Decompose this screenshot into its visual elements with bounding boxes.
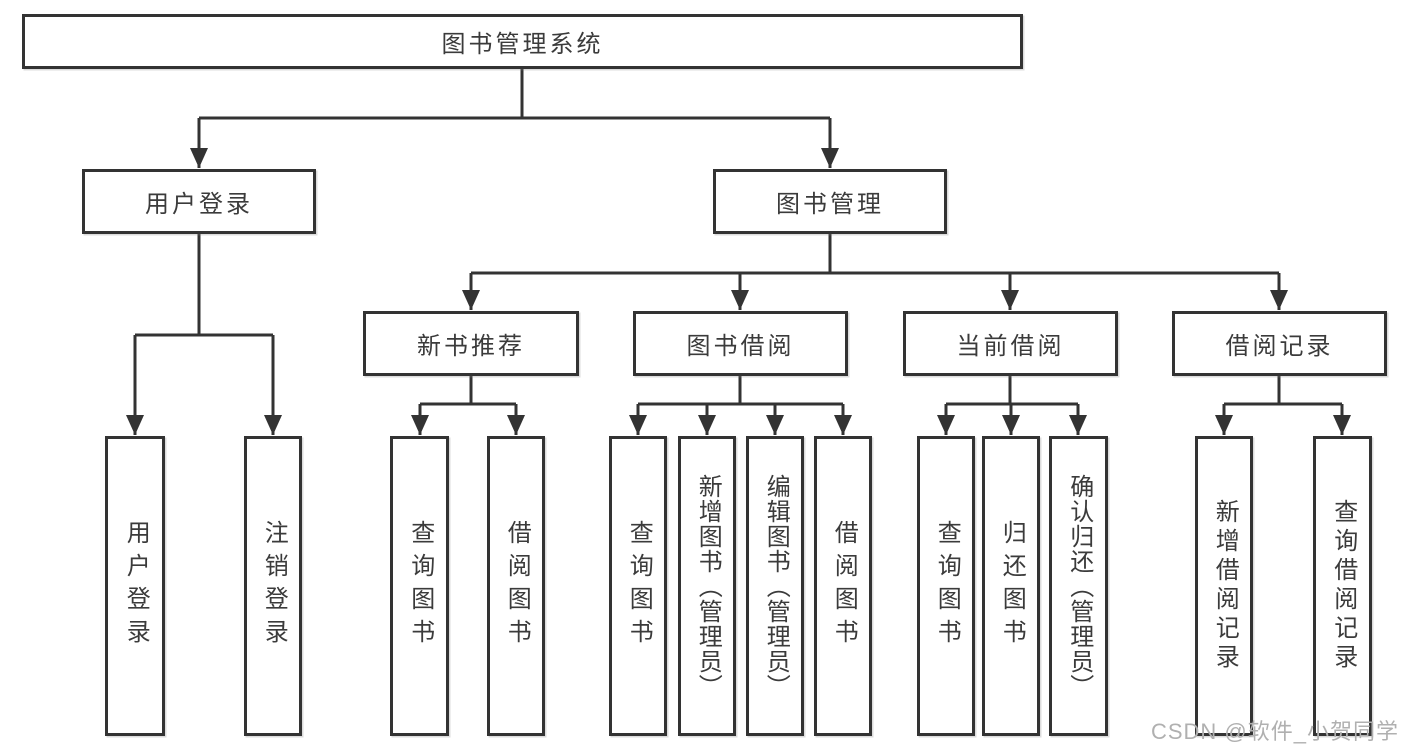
node-label: 用户登录 xyxy=(145,191,253,218)
node-label: 新增借阅记录 xyxy=(1211,499,1239,673)
node-label: 查询图书 xyxy=(406,520,434,652)
node-label: 编辑图书（管理员） xyxy=(762,473,790,699)
node-label: 查询借阅记录 xyxy=(1329,499,1357,673)
watermark: CSDN @软件_小贺同学 xyxy=(1150,719,1399,744)
node-label: 确认归还（管理员） xyxy=(1065,473,1093,699)
leaf-add-books-admin: 新增图书（管理员） xyxy=(678,436,736,736)
node-book-borrowing: 图书借阅 xyxy=(633,311,848,376)
node-label: 新书推荐 xyxy=(417,333,525,360)
leaf-confirm-return-admin: 确认归还（管理员） xyxy=(1049,436,1108,736)
node-label: 新增图书（管理员） xyxy=(694,473,722,699)
leaf-add-borrow-record: 新增借阅记录 xyxy=(1195,436,1253,736)
node-library-system: 图书管理系统 xyxy=(22,14,1023,69)
node-label: 用户登录 xyxy=(122,520,150,652)
node-current-borrowing: 当前借阅 xyxy=(903,311,1118,376)
connector-book-borrowing-children xyxy=(629,376,852,435)
connector-current-borrowing-children xyxy=(937,376,1087,435)
node-label: 借阅图书 xyxy=(503,520,531,652)
leaf-user-login: 用户登录 xyxy=(105,436,165,736)
leaf-query-books-2: 查询图书 xyxy=(609,436,667,736)
connector-book-management-to-level3 xyxy=(462,234,1288,310)
node-label: 借阅记录 xyxy=(1225,333,1334,360)
node-label: 查询图书 xyxy=(933,520,961,652)
connector-borrowing-records-children xyxy=(1215,376,1351,435)
leaf-borrow-books-2: 借阅图书 xyxy=(814,436,872,736)
leaf-query-books-3: 查询图书 xyxy=(917,436,975,736)
node-label: 借阅图书 xyxy=(830,520,858,652)
node-label: 归还图书 xyxy=(998,520,1026,652)
node-book-management: 图书管理 xyxy=(713,169,947,234)
node-label: 注销登录 xyxy=(260,520,288,652)
leaf-query-borrow-record: 查询借阅记录 xyxy=(1313,436,1372,736)
node-new-book-recommend: 新书推荐 xyxy=(363,311,579,376)
node-label: 图书管理系统 xyxy=(441,31,604,58)
node-borrowing-records: 借阅记录 xyxy=(1172,311,1387,376)
leaf-return-books: 归还图书 xyxy=(982,436,1040,736)
leaf-edit-books-admin: 编辑图书（管理员） xyxy=(746,436,804,736)
node-label: 查询图书 xyxy=(625,520,653,652)
connector-new-book-recommend-children xyxy=(411,376,525,435)
node-label: 图书借阅 xyxy=(686,333,795,360)
connector-user-login-children xyxy=(126,234,282,435)
node-label: 当前借阅 xyxy=(956,333,1065,360)
node-label: 图书管理 xyxy=(776,191,884,218)
connector-root-to-level2 xyxy=(190,69,839,168)
leaf-borrow-books-1: 借阅图书 xyxy=(487,436,545,736)
leaf-logout-login: 注销登录 xyxy=(244,436,302,736)
node-user-login: 用户登录 xyxy=(82,169,316,234)
leaf-query-books-1: 查询图书 xyxy=(390,436,449,736)
